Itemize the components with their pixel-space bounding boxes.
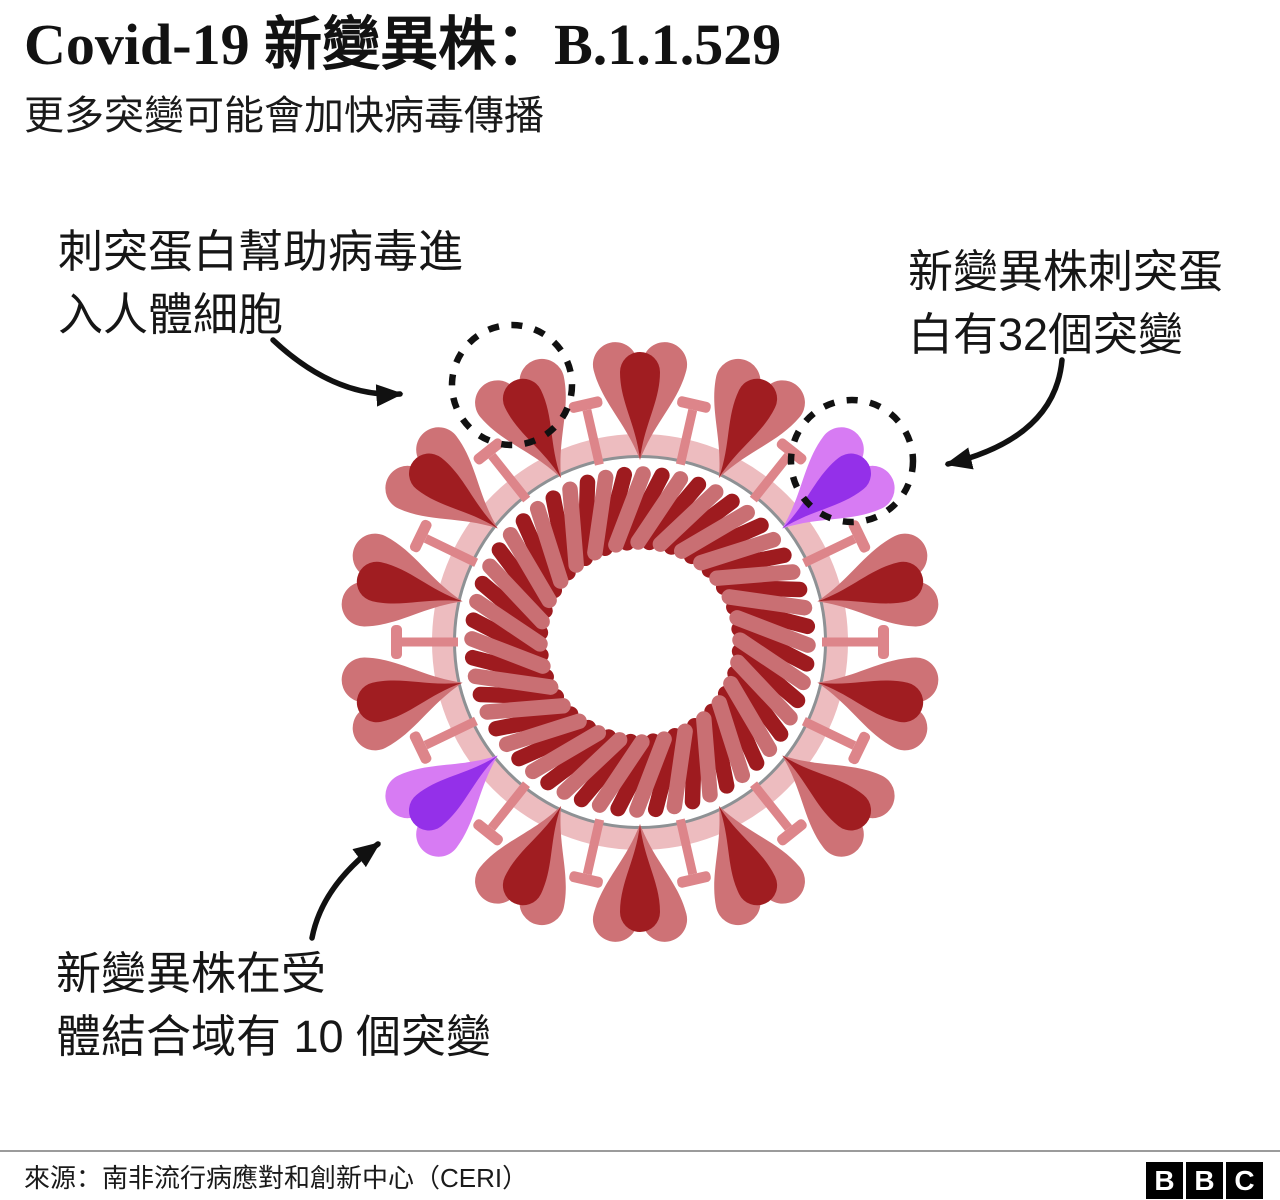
annotation-spike-protein: 刺突蛋白幫助病毒進 入人體細胞 <box>58 226 464 340</box>
highlight-circle-mutated-spike <box>787 396 917 526</box>
annotation-variant-spike-mutations: 新變異株刺突蛋 白有32個突變 <box>908 246 1224 360</box>
spike-protein <box>341 533 463 627</box>
spike-protein <box>782 755 895 857</box>
page-title: Covid-19 新變異株：B.1.1.529 <box>24 12 782 77</box>
bbc-logo-letter: B <box>1146 1162 1183 1199</box>
bbc-logo-letter: B <box>1186 1162 1223 1199</box>
spike-protein <box>714 805 805 926</box>
page-subtitle: 更多突變可能會加快病毒傳播 <box>24 94 544 138</box>
spike-protein <box>475 358 566 479</box>
annotation-receptor-binding-mutations: 新變異株在受 體結合域有 10 個突變 <box>56 948 492 1062</box>
mutated-spike-protein <box>385 755 498 857</box>
envelope-protein-pin <box>750 781 807 846</box>
envelope-protein-pin <box>675 396 711 466</box>
spike-protein <box>475 805 566 926</box>
envelope-protein-pin <box>391 625 458 659</box>
annotation-arrow <box>944 357 1065 470</box>
envelope-protein-pin <box>568 396 604 466</box>
footer-divider <box>0 1150 1280 1152</box>
spike-protein <box>592 342 688 460</box>
highlight-circle-spike <box>448 321 576 449</box>
spike-protein <box>714 358 805 479</box>
envelope-protein-pin <box>409 716 478 764</box>
spike-protein <box>385 427 498 529</box>
envelope-protein-pin <box>473 438 531 503</box>
envelope-protein-pin <box>801 717 871 765</box>
envelope-protein-pin <box>749 438 807 503</box>
envelope-protein-pin <box>473 781 530 846</box>
bbc-logo-letter: C <box>1226 1162 1263 1199</box>
spike-protein <box>817 657 939 751</box>
envelope-protein-pin <box>802 520 871 568</box>
rna-coil <box>464 466 816 818</box>
annotation-arrow <box>270 337 404 407</box>
annotation-arrow <box>309 841 381 941</box>
spike-protein <box>592 824 688 942</box>
spike-protein <box>817 533 939 627</box>
rna-coil-front <box>464 466 816 818</box>
envelope-protein-pin <box>675 818 711 888</box>
source-note: 來源：南非流行病應對和創新中心（CERI） <box>24 1163 529 1193</box>
mutated-spike-protein <box>782 427 895 529</box>
envelope-protein-pin <box>569 818 605 888</box>
spike-protein <box>341 657 463 751</box>
envelope-protein-pin <box>409 519 479 567</box>
envelope-protein-pin <box>822 625 889 659</box>
